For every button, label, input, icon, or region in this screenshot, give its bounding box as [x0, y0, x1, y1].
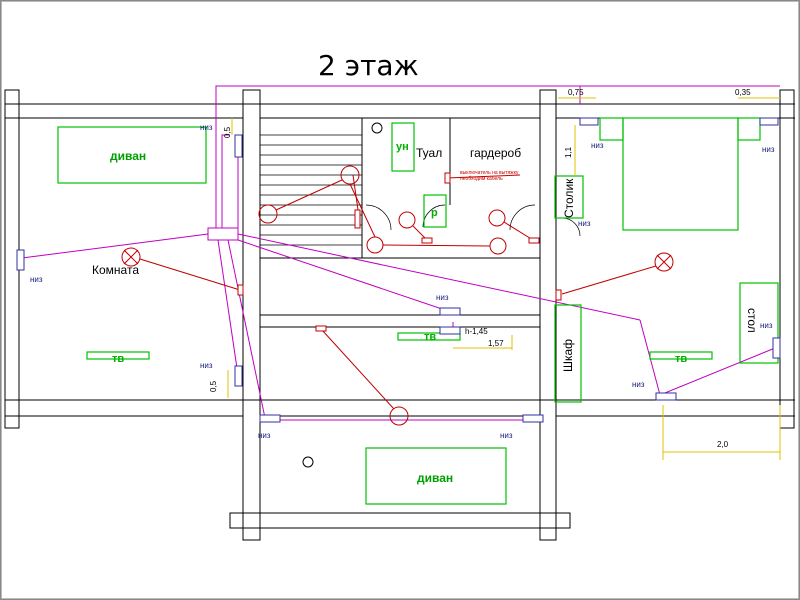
socket-label-niz: низ — [632, 380, 645, 389]
lamp-icon — [366, 236, 384, 254]
room-label-tual: Туал — [416, 146, 442, 160]
dim-05a: 0,5 — [223, 126, 232, 138]
dim-h145: h-1,45 — [465, 327, 488, 336]
socket-label-niz: низ — [200, 361, 213, 370]
tv-center-label: тв — [424, 331, 436, 343]
toilet-r — [423, 194, 447, 228]
tv-right — [649, 351, 713, 360]
plan-title: 2 этаж — [318, 49, 419, 82]
walls — [4, 89, 795, 541]
lamps — [121, 165, 674, 426]
room-label-shkaf: Шкаф — [561, 339, 575, 372]
lamp-icon — [398, 211, 416, 229]
sofa-bottom-label: диван — [417, 471, 453, 485]
tv-left-label: тв — [112, 353, 124, 365]
wiring — [21, 85, 780, 421]
socket-label-niz: низ — [591, 141, 604, 150]
room-label-komnata: Комната — [92, 263, 139, 277]
socket-label-niz: низ — [200, 123, 213, 132]
lamp-icon — [258, 204, 278, 224]
tv-right-label: тв — [675, 353, 687, 365]
note-line-1: выключатель на вытяжку — [460, 170, 519, 176]
socket-icon — [439, 326, 461, 335]
desk — [739, 282, 779, 364]
lamp-icon — [654, 252, 674, 272]
dimension-lines — [227, 97, 781, 460]
socket-icon — [16, 249, 25, 271]
tv-left — [86, 351, 150, 360]
sofa-bottom — [365, 447, 507, 505]
lamp-icon — [489, 237, 507, 255]
shaft-icon — [302, 456, 314, 468]
wardrobe — [554, 304, 582, 403]
socket-icon — [772, 337, 781, 359]
socket-label-niz: низ — [30, 275, 43, 284]
socket-icon — [655, 392, 677, 401]
dim-11: 1,1 — [564, 146, 573, 158]
sofa-left — [57, 126, 207, 184]
socket-icon — [522, 414, 544, 423]
socket-label-niz: низ — [258, 431, 271, 440]
lamp-icon — [389, 406, 409, 426]
toilet-un-label: ун — [396, 141, 409, 153]
dim-075: 0,75 — [568, 88, 584, 97]
room-label-stol: стол — [745, 308, 759, 333]
note-line-2: необходим кабель — [460, 176, 503, 182]
socket-icon — [439, 307, 461, 316]
furniture — [57, 117, 779, 505]
dim-20: 2,0 — [717, 440, 729, 449]
room-label-garderob: гардероб — [470, 146, 521, 160]
toilet-r-label: р — [431, 207, 438, 219]
socket-icon — [234, 365, 243, 387]
socket-label-niz: низ — [500, 431, 513, 440]
room-label-stolik: Столик — [562, 178, 576, 218]
sofa-left-label: диван — [110, 149, 146, 163]
dim-157: 1,57 — [488, 339, 504, 348]
socket-icon — [259, 414, 281, 423]
dim-035: 0,35 — [735, 88, 751, 97]
bedside-table — [554, 175, 584, 219]
socket-label-niz: низ — [578, 219, 591, 228]
lamp-icon — [121, 247, 141, 267]
toilet-un — [391, 122, 415, 172]
lamp-icon — [488, 209, 506, 227]
socket-label-niz: низ — [436, 293, 449, 302]
tv-center — [397, 332, 461, 341]
socket-icon — [234, 134, 243, 158]
staircase — [260, 134, 362, 246]
socket-icon — [579, 117, 599, 126]
shaft-icon — [371, 122, 383, 134]
bed — [622, 117, 739, 231]
dim-05b: 0,5 — [209, 380, 218, 392]
door-arcs — [365, 204, 581, 237]
sockets — [16, 117, 781, 423]
socket-label-niz: низ — [760, 321, 773, 330]
socket-label-niz: низ — [762, 145, 775, 154]
socket-icon — [759, 117, 779, 126]
